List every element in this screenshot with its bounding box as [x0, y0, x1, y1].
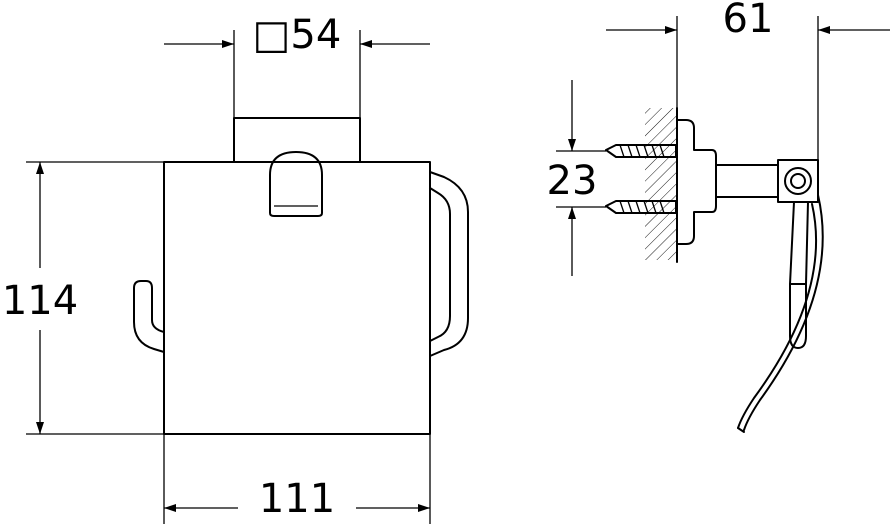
hinge-knob [269, 151, 323, 217]
spring-wire [743, 194, 824, 431]
dimension-screw-spacing: 23 [547, 80, 606, 276]
wall-hatching [645, 108, 677, 260]
label-mount-width: □54 [253, 12, 342, 58]
label-screw-spacing: 23 [547, 158, 598, 204]
front-view [133, 117, 469, 435]
screw-top [605, 144, 677, 158]
side-view [605, 107, 824, 433]
dimension-depth: 61 [606, 0, 890, 160]
dimension-width: 111 [163, 434, 431, 524]
cover-plate [163, 161, 431, 435]
dimension-height: 114 [2, 161, 164, 435]
label-depth: 61 [723, 0, 774, 42]
holder-loop [789, 201, 809, 349]
roll-hook [133, 280, 165, 353]
holder-arm [715, 164, 779, 198]
wall-flange [676, 119, 717, 245]
screw-bottom [605, 200, 677, 214]
label-height: 114 [2, 278, 78, 324]
end-fitting [777, 159, 819, 203]
label-width: 111 [259, 476, 335, 522]
wall-mount-block [233, 117, 361, 163]
handle-loop [429, 171, 469, 357]
dimension-mount-width: □54 [164, 12, 430, 118]
